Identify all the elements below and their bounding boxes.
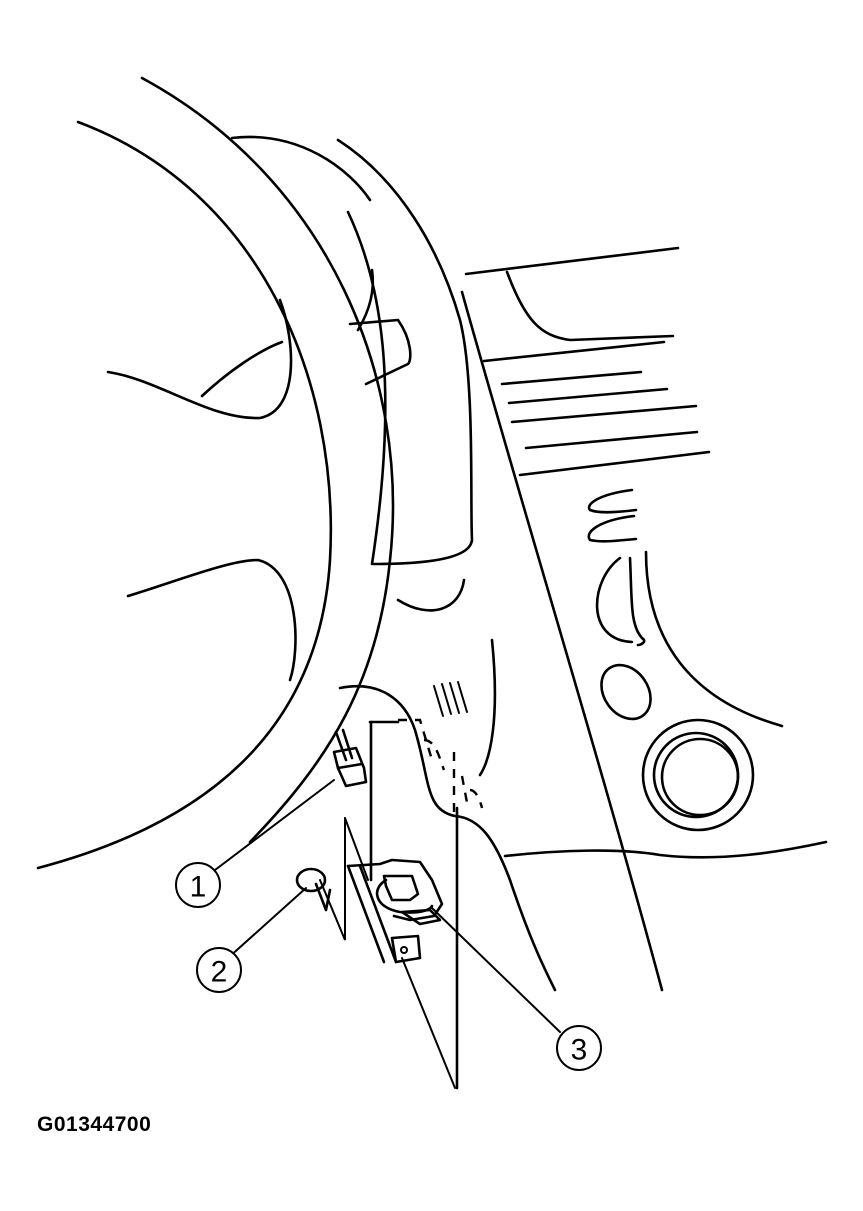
- svg-text:2: 2: [211, 956, 228, 989]
- callout-3: 3: [556, 1025, 602, 1071]
- connector-part: [332, 728, 368, 788]
- instrument-panel: [460, 246, 828, 992]
- svg-text:1: 1: [190, 871, 207, 904]
- leader-lines: [214, 779, 561, 1033]
- steering-column-shroud: [230, 135, 557, 992]
- center-vents: [587, 488, 784, 832]
- steering-wheel: [36, 76, 395, 870]
- figure-id-label: G01344700: [37, 1113, 152, 1136]
- clip-part: [295, 867, 332, 912]
- hidden-bracket-outline: [398, 718, 484, 812]
- callout-2: 2: [196, 947, 242, 993]
- bracket-module-part: [346, 858, 444, 964]
- callout-1: 1: [175, 862, 221, 908]
- svg-text:3: 3: [571, 1034, 588, 1067]
- hatch-marks: [433, 681, 468, 717]
